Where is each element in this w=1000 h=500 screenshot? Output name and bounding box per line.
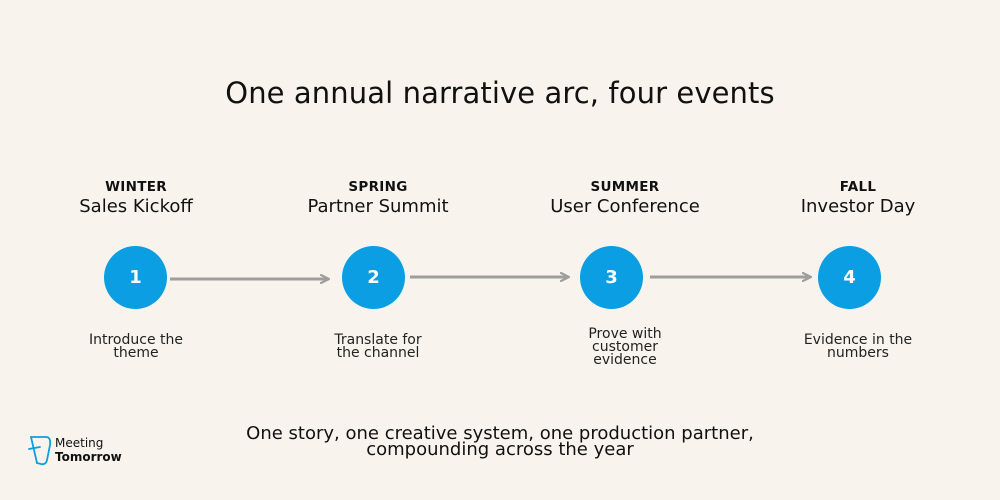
stage-description-line: numbers (827, 345, 889, 361)
stage-description-line: customer (592, 339, 658, 355)
stage-season: WINTER (105, 179, 167, 195)
stage-season: SPRING (348, 179, 408, 195)
stage-number-circle: 2 (342, 246, 405, 309)
logo-text: Meeting Tomorrow (55, 436, 122, 464)
stage-summer: SUMMER User Conference 3 Prove with cust… (505, 0, 745, 500)
stage-event: User Conference (550, 196, 700, 217)
logo-line-2: Tomorrow (55, 450, 122, 464)
stage-description-line: the channel (336, 345, 420, 361)
stage-fall: FALL Investor Day 4 Evidence in the numb… (738, 0, 978, 500)
footer-line: One story, one creative system, one prod… (246, 423, 754, 444)
stage-winter: WINTER Sales Kickoff 1 Introduce the the… (16, 0, 256, 500)
stage-description: Introduce the theme (16, 332, 256, 361)
stage-description-line: evidence (593, 352, 657, 368)
meeting-tomorrow-logo-icon (28, 436, 52, 466)
footer-line: compounding across the year (366, 439, 634, 460)
stage-event: Partner Summit (307, 196, 449, 217)
stage-spring: SPRING Partner Summit 2 Translate for th… (258, 0, 498, 500)
logo-line-1: Meeting (55, 436, 104, 450)
stage-description: Evidence in the numbers (738, 332, 978, 361)
stage-description-line: Translate for (334, 332, 422, 348)
stage-season: SUMMER (590, 179, 660, 195)
stage-number-circle: 1 (104, 246, 167, 309)
stage-number-circle: 4 (818, 246, 881, 309)
diagram-title: One annual narrative arc, four events (225, 76, 775, 110)
stage-description-line: Prove with (588, 326, 662, 342)
stage-description-line: theme (113, 345, 159, 361)
stage-description-line: Introduce the (88, 332, 183, 348)
footer-text: One story, one creative system, one prod… (0, 423, 1000, 460)
meeting-tomorrow-logo: Meeting Tomorrow (28, 433, 148, 469)
stage-description-line: Evidence in the (803, 332, 913, 348)
stage-description: Prove with customer evidence (505, 326, 745, 368)
stage-description: Translate for the channel (258, 332, 498, 361)
stage-number-circle: 3 (580, 246, 643, 309)
stage-event: Investor Day (800, 196, 916, 217)
stage-season: FALL (839, 179, 877, 195)
stage-event: Sales Kickoff (79, 196, 193, 217)
